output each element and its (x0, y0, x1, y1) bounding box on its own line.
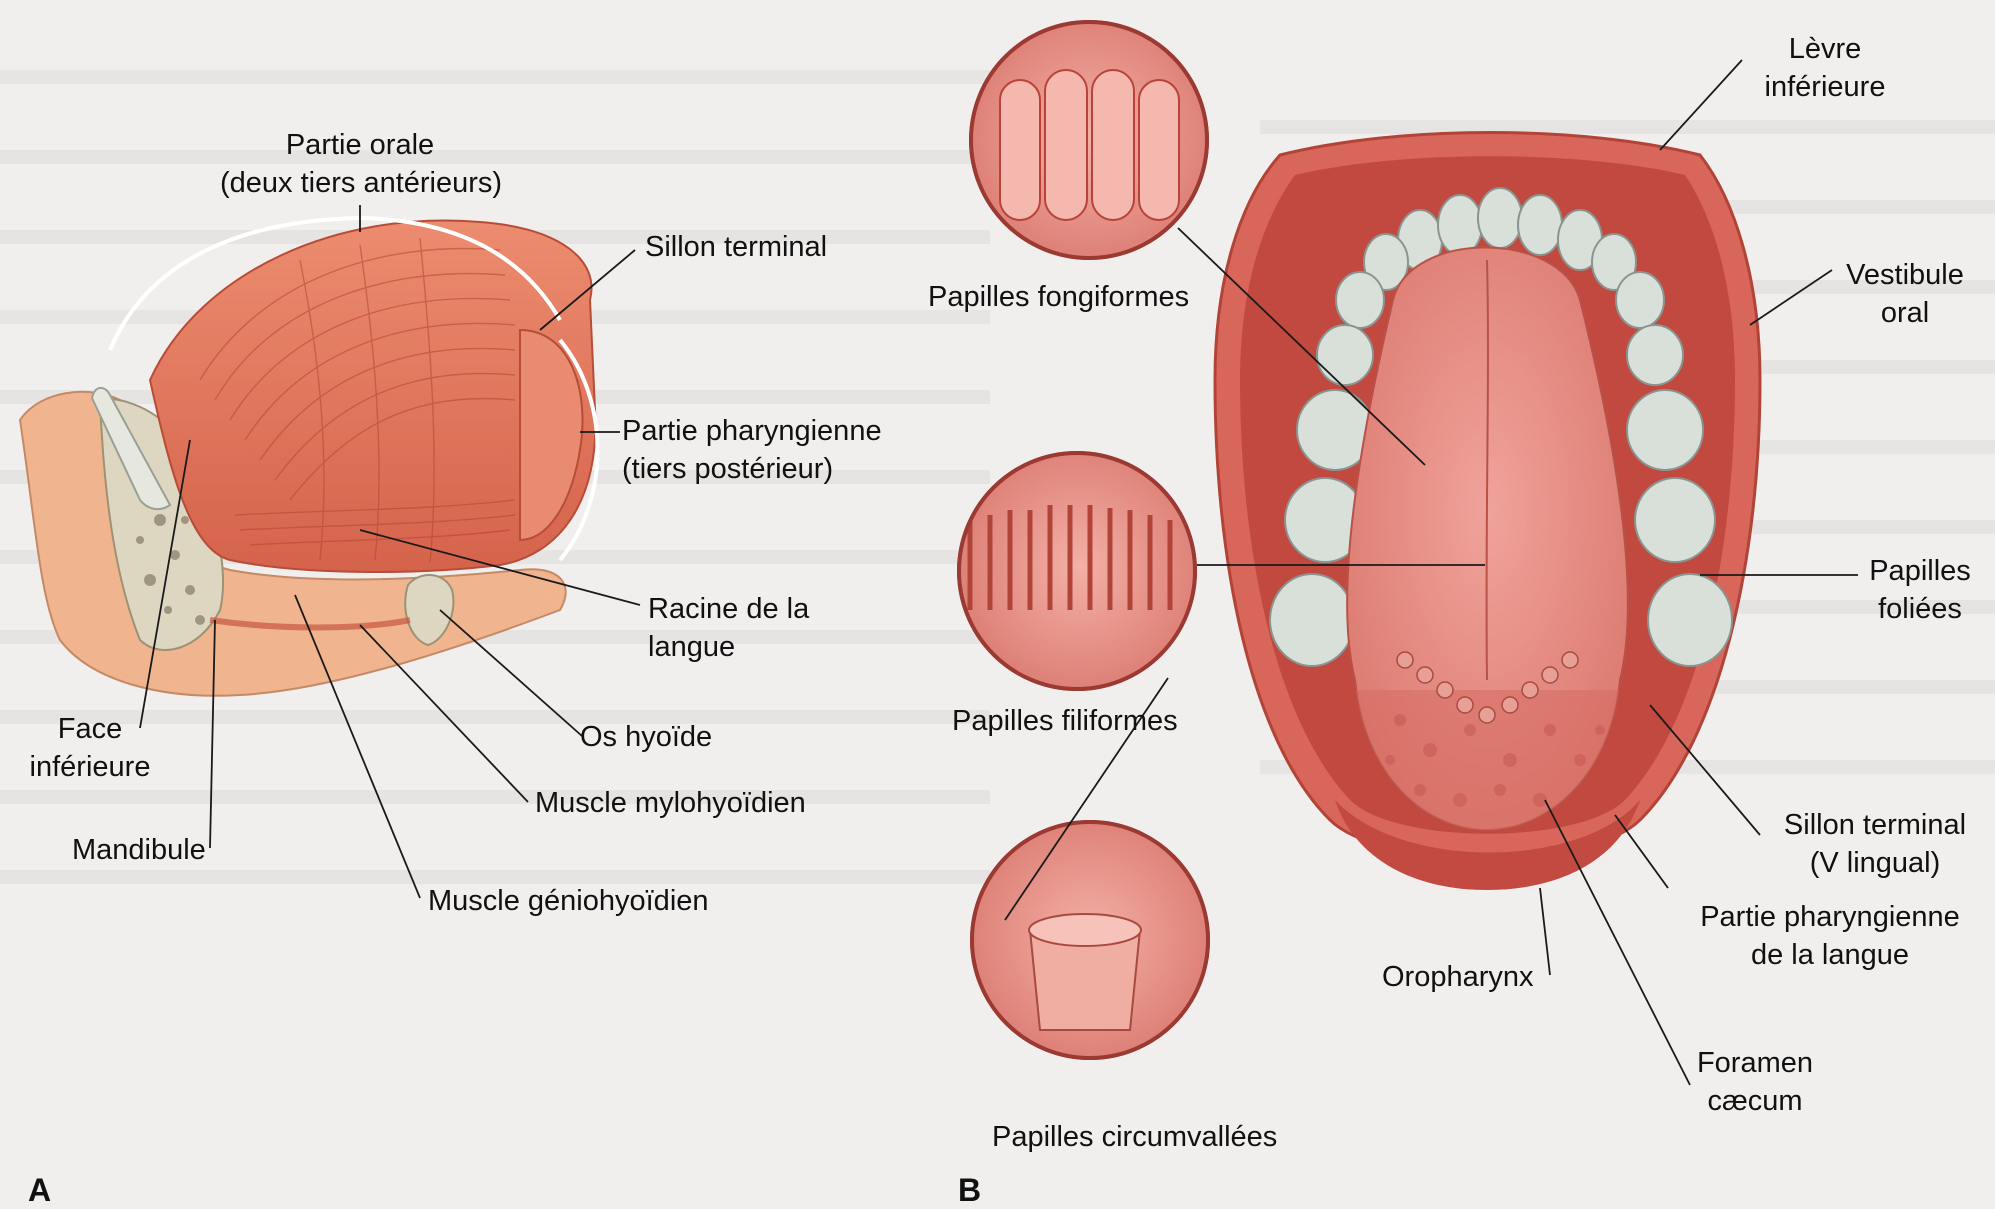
label-partie-pharyngienne-langue: Partie pharyngienne de la langue (1680, 898, 1980, 974)
label-papilles-foliees: Papilles foliées (1850, 552, 1990, 628)
panel-a-sagittal-tongue (20, 218, 598, 696)
label-racine-langue: Racine de la langue (648, 590, 809, 666)
label-mandibule: Mandibule (72, 831, 206, 869)
label-vestibule-oral: Vestibule oral (1830, 256, 1980, 332)
label-face-inferieure: Face inférieure (10, 710, 170, 786)
label-sillon-terminal: Sillon terminal (645, 228, 827, 266)
label-os-hyoide: Os hyoïde (580, 718, 712, 756)
label-muscle-geniohyoidien: Muscle géniohyoïdien (428, 882, 709, 920)
circumvallate-magnifier (960, 820, 1220, 1080)
label-papilles-circumvallees: Papilles circumvallées (992, 1118, 1277, 1156)
panel-letter-a: A (28, 1172, 51, 1209)
label-oropharynx: Oropharynx (1382, 958, 1534, 996)
panel-letter-b: B (958, 1172, 981, 1209)
fungiform-magnifier (960, 20, 1220, 280)
label-papilles-fongiformes: Papilles fongiformes (928, 278, 1189, 316)
label-muscle-mylohyoidien: Muscle mylohyoïdien (535, 784, 806, 822)
label-partie-pharyngienne: Partie pharyngienne (tiers postérieur) (622, 412, 882, 488)
label-levre-inferieure: Lèvre inférieure (1740, 30, 1910, 106)
label-papilles-filiformes: Papilles filiformes (952, 702, 1178, 740)
panel-b-oral-cavity (1215, 133, 1760, 891)
filiform-magnifier (950, 450, 1210, 710)
label-foramen-caecum: Foramen cæcum (1675, 1044, 1835, 1120)
label-sillon-terminal-v: Sillon terminal (V lingual) (1760, 806, 1990, 882)
label-partie-orale: Partie orale (deux tiers antérieurs) (220, 126, 500, 202)
